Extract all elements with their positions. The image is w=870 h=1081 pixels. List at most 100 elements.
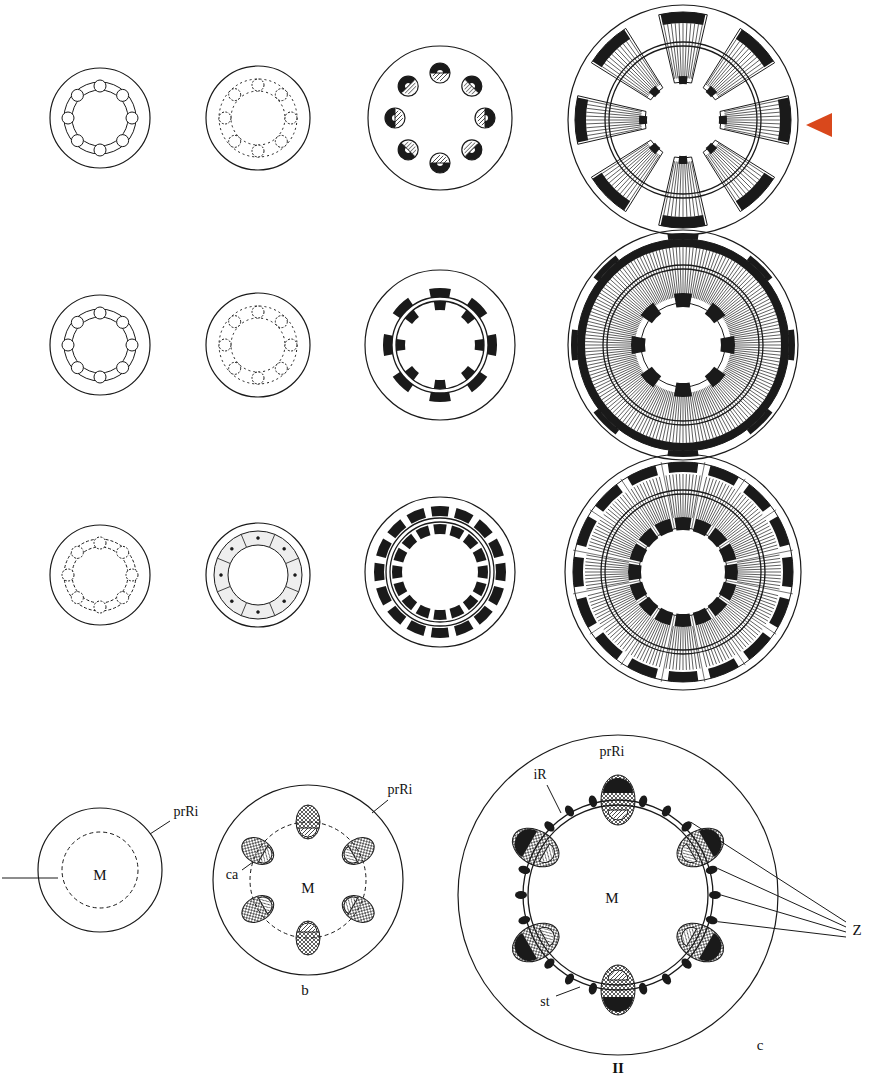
- cambium-line: [465, 80, 478, 93]
- outline-circle: [50, 525, 150, 625]
- small-bundle: [660, 972, 673, 986]
- phloem-block: [573, 557, 584, 588]
- small-bundle: [709, 891, 721, 899]
- outline-circle: [72, 547, 128, 603]
- phloem-block: [782, 557, 793, 588]
- vascular-bundle: [670, 915, 730, 969]
- cell-dot: [230, 600, 233, 603]
- outline-circle: [565, 454, 801, 690]
- xylem-hatch: [679, 925, 696, 945]
- cambium-line: [465, 143, 478, 156]
- wood-wedge: [703, 140, 774, 211]
- xylem-cap: [434, 380, 446, 389]
- xylem-part: [477, 110, 485, 126]
- bundle-circle: [94, 537, 106, 549]
- cell-dot: [230, 547, 233, 550]
- phloem-cap: [592, 173, 630, 211]
- leader-line: [721, 895, 846, 932]
- primary-xylem: [705, 367, 726, 388]
- bundle-circle: [275, 135, 287, 147]
- bundle-circle: [94, 371, 106, 383]
- xylem-part: [608, 810, 628, 820]
- primary-stem-section: [50, 68, 150, 168]
- cell-dot: [283, 547, 286, 550]
- vascular-bundle: [398, 140, 418, 160]
- xylem-hatch: [259, 847, 274, 865]
- bundle-circle: [285, 339, 297, 351]
- bundle-outline: [398, 76, 418, 96]
- small-bundle: [638, 794, 649, 808]
- outline-circle: [605, 42, 761, 198]
- outline-circle: [609, 46, 757, 194]
- many-bundle-ring-section: [365, 497, 515, 647]
- outline-circle: [206, 293, 310, 397]
- bundle-circle: [126, 112, 138, 124]
- xylem-hatch: [300, 828, 316, 836]
- phloem-cap: [485, 108, 495, 128]
- outline-circle: [72, 317, 128, 373]
- bundle-circle: [62, 569, 74, 581]
- pith-cap: [719, 115, 727, 124]
- pith-cap: [649, 86, 661, 98]
- bundle-circle: [117, 592, 129, 604]
- wood-rays: [586, 101, 642, 140]
- phloem-cap: [747, 256, 773, 282]
- outline-circle: [365, 270, 515, 420]
- xylem-cap: [405, 310, 419, 324]
- vascular-bundle: [296, 805, 320, 839]
- phloem-block: [495, 563, 506, 581]
- outline-circle: [64, 82, 136, 154]
- part-label: II: [610, 1060, 626, 1076]
- xylem-hatch: [540, 925, 557, 945]
- bundle-circle: [94, 307, 106, 319]
- bundle-circle: [117, 89, 129, 101]
- ring-divider: [217, 586, 230, 591]
- bundle-circle: [71, 135, 83, 147]
- outline-circle: [390, 522, 490, 622]
- ring-divider: [286, 586, 299, 591]
- small-bundle: [660, 804, 673, 818]
- xylem-block: [450, 605, 465, 619]
- xylem-block: [463, 595, 478, 610]
- vascular-bundle: [506, 915, 566, 969]
- small-bundle: [542, 819, 556, 833]
- phloem-block: [376, 539, 392, 558]
- xylem-cap: [475, 339, 484, 351]
- pith-cap: [639, 115, 647, 124]
- ring-divider: [269, 603, 274, 616]
- bundle-stem-section: [368, 46, 512, 190]
- vascular-bundle: [385, 108, 405, 128]
- bundle-outline: [462, 76, 482, 96]
- part-label: prRi: [598, 744, 627, 760]
- bundle-outline: [398, 140, 418, 160]
- phloem-cap: [571, 329, 578, 360]
- pith-cap: [706, 143, 718, 155]
- part-label: iR: [531, 767, 548, 783]
- outline-circle: [206, 523, 310, 627]
- outline-circle: [206, 66, 310, 170]
- bundle-circle: [229, 362, 241, 374]
- bundle-circle: [62, 112, 74, 124]
- phloem-block: [454, 620, 473, 636]
- vascular-bundle: [338, 890, 379, 928]
- bundle-outline: [430, 63, 450, 83]
- xylem-block: [463, 534, 478, 549]
- rayed-wood-ring-section: [565, 454, 801, 690]
- phloem-block: [376, 586, 392, 605]
- outline-circle: [607, 269, 759, 421]
- cell-dot: [257, 537, 260, 540]
- phloem-cap: [383, 334, 393, 356]
- xylem-part: [432, 73, 448, 81]
- phloem-cap: [465, 143, 482, 160]
- small-bundle: [587, 794, 598, 808]
- xylem-block: [674, 613, 691, 627]
- xylem-hatch: [609, 810, 627, 819]
- xylem-part: [341, 846, 358, 866]
- xylem-block: [473, 582, 487, 597]
- phloem-cap: [398, 76, 415, 93]
- phloem-cap: [736, 173, 774, 211]
- bundle-circle: [219, 339, 231, 351]
- xylem-block: [402, 534, 417, 549]
- cell-dot: [294, 574, 297, 577]
